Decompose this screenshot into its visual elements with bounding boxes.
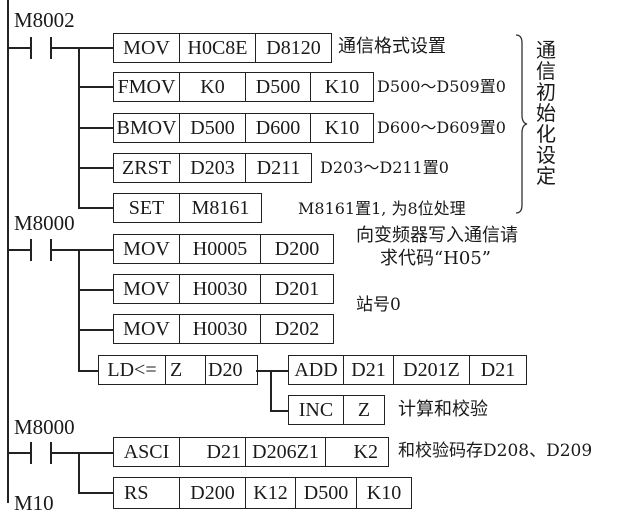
opcode: ADD xyxy=(289,356,344,384)
operand: D20 xyxy=(208,358,243,381)
operand: D201 xyxy=(274,277,320,300)
instr-inc[interactable]: INC Z xyxy=(288,395,385,425)
rung1-wire-left xyxy=(7,47,30,49)
rung3-wire-left xyxy=(7,452,30,454)
operand: D211 xyxy=(256,156,301,179)
operand: M8161 xyxy=(191,196,250,219)
instr-ld-compare[interactable]: LD<= Z D20 xyxy=(98,355,258,385)
instr-mov-h0030-d202[interactable]: MOV H0030 D202 xyxy=(113,314,334,344)
comment-request-line2: 求代码“H05” xyxy=(380,248,492,269)
operand: H0030 xyxy=(180,275,261,303)
instr-mov-format[interactable]: MOV H0C8E D8120 xyxy=(113,33,332,63)
operand: D8120 xyxy=(266,36,321,59)
operand: H0030 xyxy=(180,315,261,343)
comment-zrst: D203～D211置0 xyxy=(320,158,449,177)
opcode: MOV xyxy=(114,315,180,343)
opcode: ZRST xyxy=(114,154,180,182)
ld-tap-inc xyxy=(270,410,288,412)
comment-checksum-store: 和校验码存D208、D209 xyxy=(398,441,593,461)
opcode: FMOV xyxy=(114,73,180,101)
opcode: SET xyxy=(114,194,180,222)
operand: D500 xyxy=(180,114,246,142)
contact-label-m8000: M8000 xyxy=(14,211,75,235)
rung2-branch xyxy=(78,249,80,371)
rung2-wire-mid xyxy=(52,249,113,251)
rung2-tap-2 xyxy=(78,289,113,291)
group-brace-icon xyxy=(515,34,528,214)
opcode: MOV xyxy=(114,275,180,303)
operand: D500 xyxy=(246,73,311,101)
opcode: ASCI xyxy=(114,438,180,466)
operand: K2 xyxy=(353,440,378,463)
contact-label-m8002: M8002 xyxy=(14,8,75,32)
contact-m8000-2-no[interactable] xyxy=(30,442,52,464)
comment-bmov: D600～D609置0 xyxy=(377,118,506,137)
comment-comm-format: 通信格式设置 xyxy=(338,36,446,57)
instr-rs[interactable]: RS D200 K12 D500 K10 xyxy=(113,477,412,509)
instr-fmov[interactable]: FMOV K0 D500 K10 xyxy=(113,72,374,102)
rung3-branch xyxy=(78,452,80,493)
rung1-tap-3 xyxy=(78,127,113,129)
operand: K10 xyxy=(324,75,360,98)
comment-station: 站号0 xyxy=(356,295,401,315)
contact-label-m8000-2: M8000 xyxy=(14,415,75,439)
group-label-comm-init: 通 信 初 始 化 设 定 xyxy=(536,38,556,188)
opcode: RS xyxy=(114,478,180,508)
operand: H0005 xyxy=(180,235,261,263)
instr-asci[interactable]: ASCI D21 D206Z1 K2 xyxy=(113,437,389,467)
operand: Z xyxy=(357,398,371,421)
rung3-tap-rs xyxy=(78,492,113,494)
contact-m8002-no[interactable] xyxy=(30,37,52,59)
contact-m8000-no[interactable] xyxy=(30,239,52,261)
rung1-wire-mid xyxy=(52,47,113,49)
opcode: LD<= xyxy=(99,356,166,384)
comment-checksum-calc: 计算和校验 xyxy=(398,399,488,420)
rung3-wire-mid xyxy=(52,452,113,454)
operand: K10 xyxy=(366,481,402,504)
rung1-tap-2 xyxy=(78,86,113,88)
rung1-tap-5 xyxy=(78,207,113,209)
instr-mov-h0030-d201[interactable]: MOV H0030 D201 xyxy=(113,274,334,304)
instr-mov-h0005[interactable]: MOV H0005 D200 xyxy=(113,234,334,264)
operand: D500 xyxy=(296,478,357,508)
operand: D600 xyxy=(246,114,311,142)
operand: D200 xyxy=(274,237,320,260)
operand: D200 xyxy=(180,478,246,508)
operand: D21 xyxy=(480,358,516,381)
rung1-tap-4 xyxy=(78,167,113,169)
instr-zrst[interactable]: ZRST D203 D211 xyxy=(113,153,312,183)
opcode: INC xyxy=(289,396,344,424)
left-power-rail xyxy=(7,0,9,503)
rung2-wire-left xyxy=(7,249,30,251)
instr-bmov[interactable]: BMOV D500 D600 K10 xyxy=(113,113,374,143)
ld-out-wire xyxy=(256,370,288,372)
operand: D206Z1 xyxy=(246,438,326,466)
contact-label-m10: M10 xyxy=(14,491,54,515)
operand: D201Z xyxy=(394,356,470,384)
operand: D21 xyxy=(180,438,246,466)
operand: Z xyxy=(166,356,206,384)
opcode: BMOV xyxy=(114,114,180,142)
instr-add[interactable]: ADD D21 D201Z D21 xyxy=(288,355,527,385)
operand: K0 xyxy=(180,73,246,101)
operand: D203 xyxy=(180,154,246,182)
comment-set: M8161置1, 为8位处理 xyxy=(298,199,466,218)
rung2-tap-3 xyxy=(78,329,113,331)
ld-branch xyxy=(270,370,272,411)
opcode: MOV xyxy=(114,235,180,263)
comment-fmov: D500～D509置0 xyxy=(377,77,506,96)
operand: D21 xyxy=(344,356,394,384)
operand: K10 xyxy=(324,116,360,139)
opcode: MOV xyxy=(114,34,180,62)
comment-request-line1: 向变频器写入通信请 xyxy=(356,225,518,246)
instr-set[interactable]: SET M8161 xyxy=(113,193,262,223)
operand: K12 xyxy=(246,478,296,508)
rung2-tap-ld xyxy=(78,370,98,372)
operand: H0C8E xyxy=(180,34,256,62)
operand: D202 xyxy=(274,317,320,340)
